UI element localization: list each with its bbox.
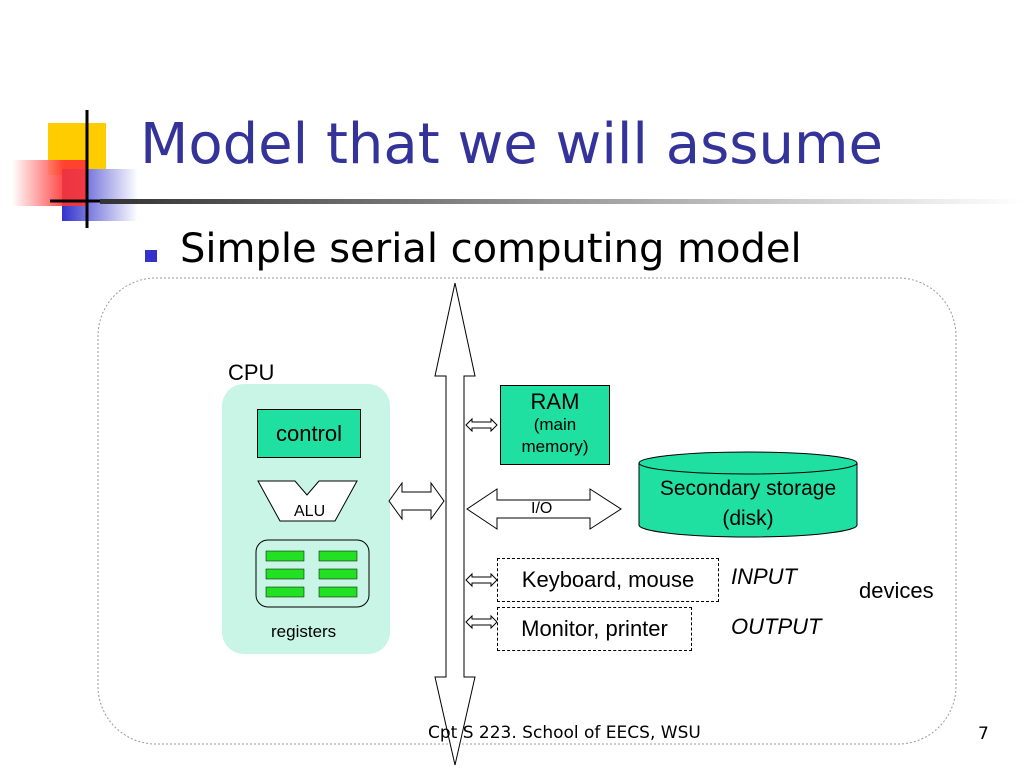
bullet-square-icon <box>145 250 157 262</box>
register-cell <box>265 568 305 580</box>
slide-logo <box>12 110 138 228</box>
ram-sublabel-line2: memory) <box>521 437 589 456</box>
system-bus-arrow <box>434 282 476 766</box>
cpu-bus-arrow <box>388 481 445 521</box>
control-unit: control <box>257 409 361 458</box>
storage-label: Secondary storage (disk) <box>638 474 858 534</box>
slide-footer: Cpt S 223. School of EECS, WSU <box>428 723 701 743</box>
register-cell <box>318 586 358 598</box>
ram-bus-arrow <box>465 417 498 433</box>
io-arrow <box>466 488 622 530</box>
register-cell <box>265 586 305 598</box>
logo-red-square <box>12 160 86 206</box>
output-device-box: Monitor, printer <box>497 607 692 651</box>
ram-box: RAM (main memory) <box>500 385 610 465</box>
keyboard-bus-arrow <box>465 572 498 588</box>
alu-label: ALU <box>294 503 326 520</box>
storage-label-line2: (disk) <box>722 507 774 530</box>
page-number: 7 <box>978 724 989 744</box>
io-label: I/O <box>531 500 553 517</box>
disk-cylinder <box>638 451 858 538</box>
cpu-label: CPU <box>228 360 275 385</box>
alu-shape <box>257 480 358 522</box>
input-device-box: Keyboard, mouse <box>497 558 719 602</box>
register-cell <box>265 550 305 562</box>
slide-title: Model that we will assume <box>140 112 883 177</box>
registers-block <box>255 539 370 608</box>
register-cell <box>318 550 358 562</box>
register-cell <box>318 568 358 580</box>
registers-label: registers <box>271 622 337 641</box>
ram-label: RAM <box>530 389 580 414</box>
ram-sublabel: (main memory) <box>501 414 609 458</box>
ram-sublabel-line1: (main <box>533 415 577 434</box>
devices-label: devices <box>859 578 934 603</box>
bullet-item: Simple serial computing model <box>180 226 802 272</box>
title-underline <box>100 199 1024 204</box>
input-tag: INPUT <box>731 564 797 589</box>
monitor-bus-arrow <box>465 614 498 630</box>
output-tag: OUTPUT <box>731 614 822 639</box>
storage-label-line1: Secondary storage <box>659 477 837 500</box>
